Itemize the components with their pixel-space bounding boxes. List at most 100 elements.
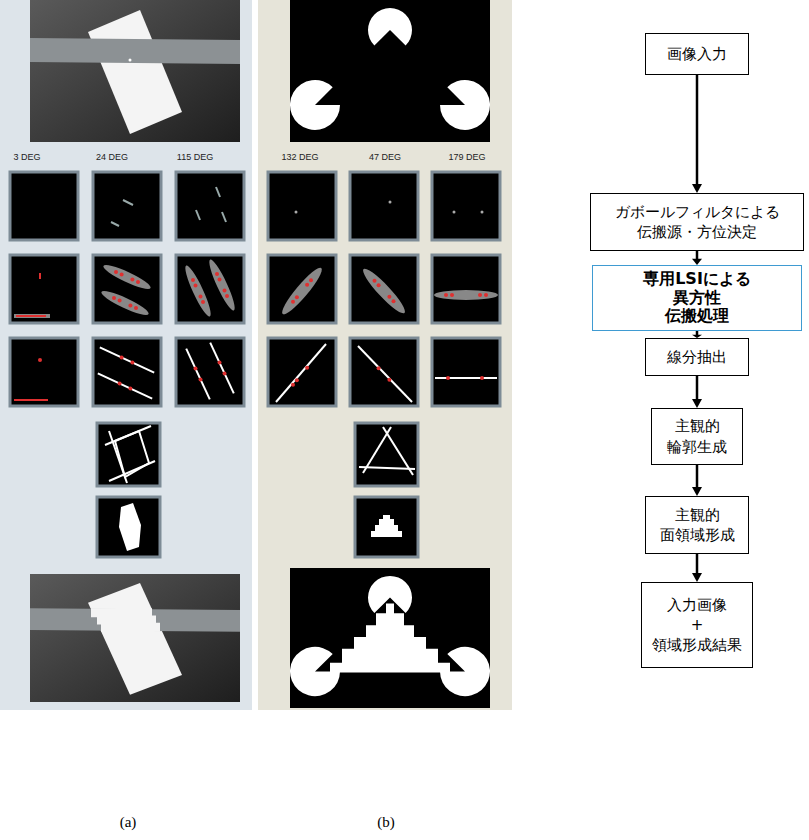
propagation-result-b — [450, 293, 454, 297]
filter-response-b — [350, 172, 418, 240]
angle-label: 132 DEG — [281, 152, 318, 162]
line-segments-a — [194, 367, 198, 371]
subjective-contour-a — [97, 423, 160, 486]
propagation-result-a — [128, 304, 132, 308]
arrow-head — [692, 399, 702, 408]
propagation-result-a — [206, 258, 239, 313]
propagation-result-a — [176, 255, 244, 323]
input-image-a — [88, 10, 182, 134]
line-segments-b — [268, 338, 336, 406]
propagation-result-a — [99, 287, 150, 318]
line-segments-b — [377, 366, 381, 370]
result-image-a — [30, 574, 240, 702]
line-segments-b — [432, 338, 500, 406]
panel-a-ground — [0, 0, 252, 710]
input-image-b — [440, 80, 490, 130]
propagation-result-a — [14, 314, 50, 318]
line-segments-b — [350, 338, 418, 406]
line-segments-a — [10, 338, 78, 406]
node-text: 入力画像 + 領域形成結果 — [648, 595, 746, 656]
panel-b-ground — [258, 0, 512, 710]
line-segments-b — [305, 366, 309, 370]
input-image-a — [30, 0, 240, 142]
propagation-result-b — [350, 255, 418, 323]
line-segments-a — [93, 338, 161, 406]
node-text: 専用LSIによる 異方性 伝搬処理 — [599, 270, 795, 325]
filter-response-b — [350, 172, 418, 240]
propagation-result-b — [444, 293, 448, 297]
propagation-result-b — [309, 278, 313, 282]
arrow-head — [692, 487, 702, 496]
propagation-result-b — [268, 255, 336, 323]
subjective-region-b — [355, 497, 418, 557]
propagation-result-b — [484, 293, 488, 297]
flow-line — [696, 75, 699, 185]
propagation-result-a — [120, 273, 124, 277]
input-image-a — [129, 59, 132, 62]
line-segments-a — [176, 338, 244, 406]
subjective-region-b — [371, 515, 402, 537]
propagation-result-a — [93, 255, 161, 323]
subjective-contour-a — [97, 423, 160, 486]
result-image-a — [30, 608, 240, 631]
propagation-result-a — [182, 264, 215, 319]
flow-arrow — [692, 331, 702, 338]
subjective-contour-a — [109, 431, 127, 483]
node-text: 線分抽出 — [652, 347, 742, 367]
input-image-b — [290, 0, 490, 142]
propagation-result-a — [225, 294, 229, 298]
filter-response-b — [481, 211, 484, 214]
process-box: 主観的 輪郭生成 — [651, 408, 743, 465]
propagation-result-b — [373, 279, 377, 283]
line-segments-a — [223, 371, 227, 375]
filter-response-a — [196, 210, 200, 220]
filter-response-a — [111, 222, 119, 226]
propagation-result-a — [93, 255, 161, 323]
filter-response-a — [176, 172, 244, 240]
angle-label: 47 DEG — [369, 152, 401, 162]
line-segments-b — [291, 383, 295, 387]
filter-response-a — [123, 200, 133, 205]
filter-response-a — [10, 172, 78, 240]
flow-arrow — [692, 554, 702, 582]
result-image-b — [290, 568, 490, 708]
propagation-result-b — [478, 293, 482, 297]
subjective-contour-b — [359, 467, 415, 469]
flow-arrow — [692, 376, 702, 408]
filter-response-a — [222, 212, 226, 222]
propagation-result-b — [350, 255, 418, 323]
line-segments-b — [350, 338, 418, 406]
process-box: ガボールフィルタによる 伝搬源・方位決定 — [590, 193, 804, 251]
line-segments-b — [268, 338, 336, 406]
line-segments-a — [130, 361, 134, 365]
angle-label: 179 DEG — [448, 152, 485, 162]
propagation-result-a — [223, 288, 227, 292]
subjective-region-a — [97, 497, 160, 557]
line-segments-a — [199, 377, 203, 381]
propagation-result-a — [118, 299, 122, 303]
propagation-result-a — [114, 270, 118, 274]
propagation-result-b — [434, 290, 498, 300]
line-segments-b — [480, 376, 484, 380]
flow-arrow — [692, 75, 702, 193]
line-segments-b — [295, 378, 299, 382]
input-image-b — [290, 0, 490, 142]
propagation-result-a — [39, 273, 41, 279]
line-segments-a — [176, 338, 244, 406]
flow-arrow — [692, 465, 702, 496]
line-segments-b — [387, 378, 391, 382]
propagation-result-a — [191, 278, 195, 282]
filter-response-a — [10, 172, 78, 240]
filter-response-b — [268, 172, 336, 240]
propagation-result-a — [176, 255, 244, 323]
panel-caption: (a) — [120, 814, 137, 831]
propagation-result-b — [295, 295, 299, 299]
arrow-head — [692, 573, 702, 582]
input-image-b — [290, 80, 340, 130]
angle-label: 24 DEG — [96, 152, 128, 162]
line-segments-a — [93, 338, 161, 406]
filter-response-b — [295, 211, 298, 214]
filter-response-b — [432, 172, 500, 240]
process-box: 入力画像 + 領域形成結果 — [641, 582, 753, 668]
